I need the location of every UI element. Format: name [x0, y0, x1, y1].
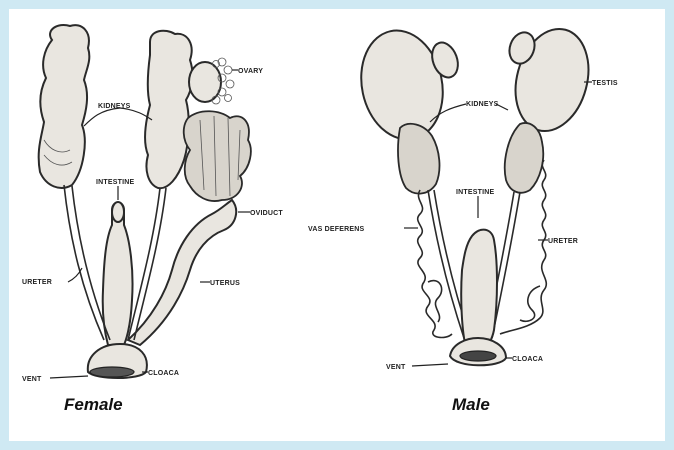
male-vent [460, 351, 496, 361]
female-oviduct-label: OVIDUCT [250, 210, 283, 217]
male-vent-label: VENT [386, 364, 406, 371]
female-intestine-label: INTESTINE [96, 179, 134, 186]
male-ureter-label: URETER [548, 238, 578, 245]
male-kidneys-label: KIDNEYS [466, 101, 499, 108]
male-intestine-label: INTESTINE [456, 189, 494, 196]
male-vas-deferens-label: VAS DEFERENS [308, 226, 364, 233]
female-uterus-label: UTERUS [210, 280, 240, 287]
female-intestine [103, 203, 133, 346]
female-ovary-label: OVARY [238, 68, 263, 75]
female-kidneys-label: KIDNEYS [98, 103, 131, 110]
female-vent [90, 367, 134, 377]
female-caption: Female [64, 395, 123, 414]
male-right-kidney [505, 123, 543, 193]
male-caption: Male [452, 395, 490, 414]
male-testis-label: TESTIS [592, 80, 618, 87]
female-left-kidney [39, 25, 90, 188]
male-left-kidney [398, 124, 439, 194]
female-ureter-label: URETER [22, 279, 52, 286]
female-anatomy [39, 25, 251, 378]
male-ureter-left [428, 190, 464, 338]
male-cloaca-label: CLOACA [512, 356, 543, 363]
female-oviduct-coils [184, 111, 251, 201]
female-vent-label: VENT [22, 376, 42, 383]
female-cloaca-label: CLOACA [148, 370, 179, 377]
female-ureter-left [64, 185, 104, 340]
male-intestine [461, 230, 497, 348]
male-vas-deferens-left [418, 190, 452, 337]
